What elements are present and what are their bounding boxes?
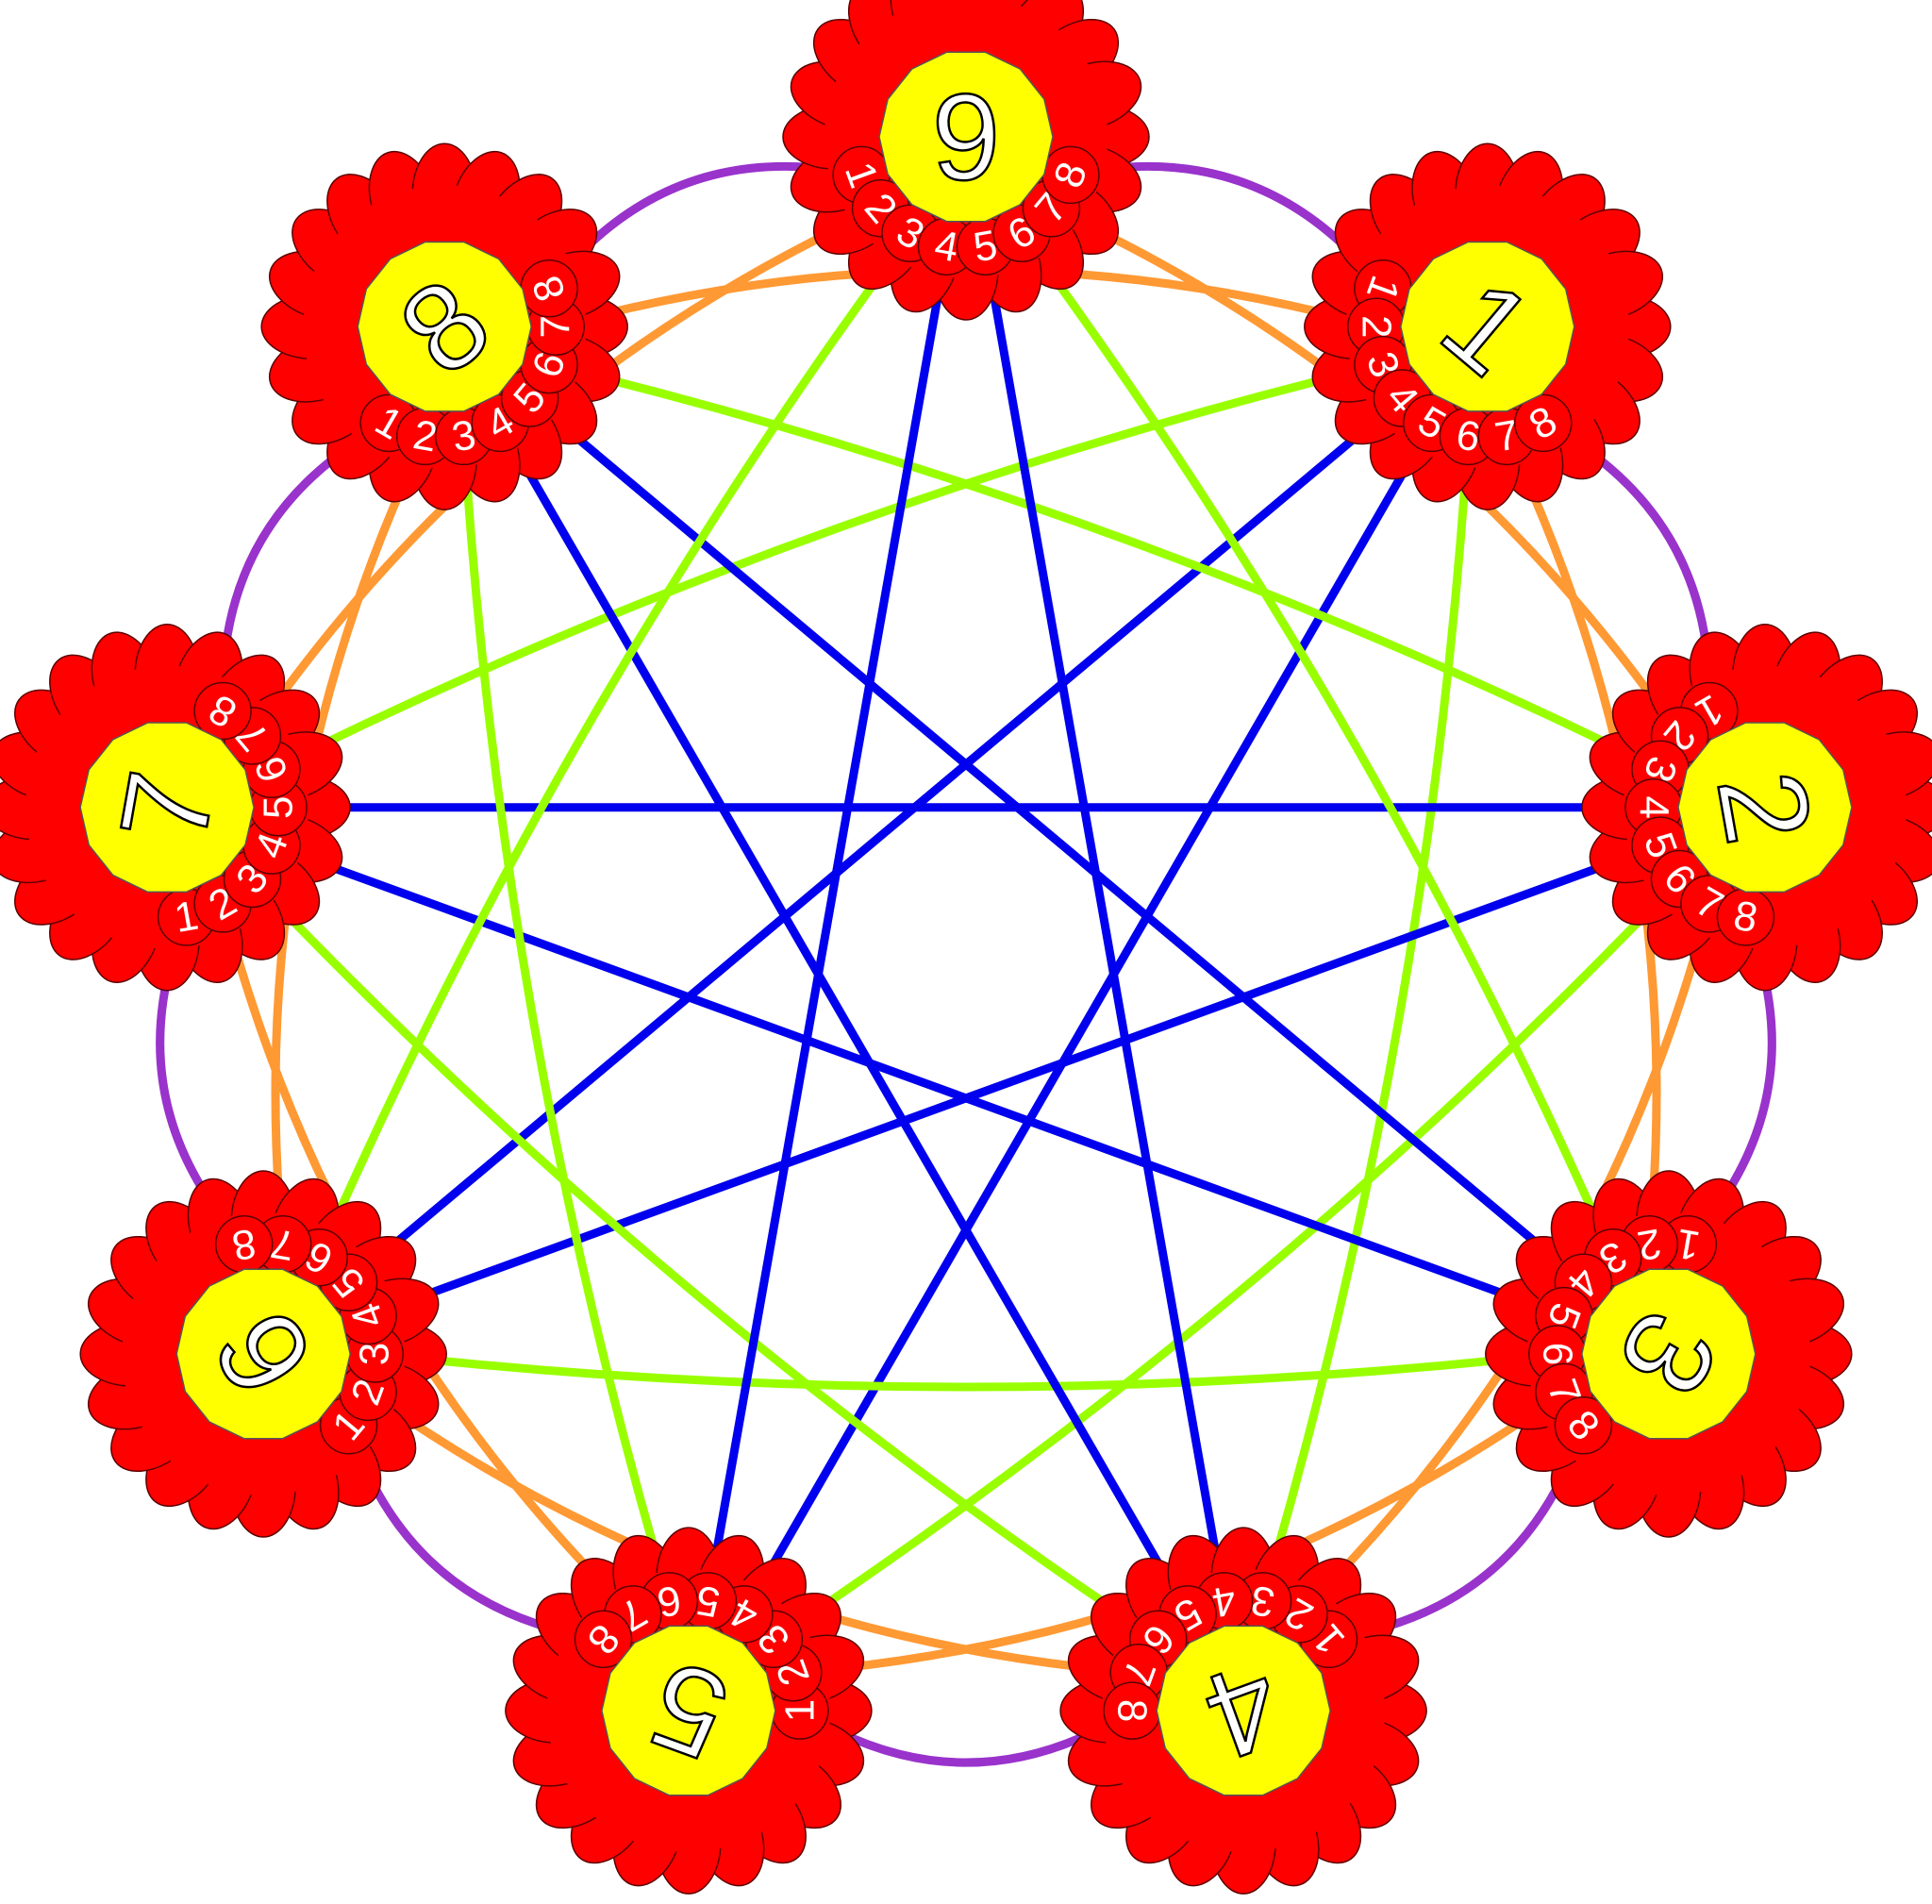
port-bump-8: [1514, 393, 1573, 453]
port-label-5: 5: [256, 795, 302, 818]
edge-3-6: [370, 1349, 1562, 1392]
edge-6-9: [314, 228, 915, 1262]
edge-3-7: [267, 841, 1569, 1321]
node-label-9: 9: [932, 68, 1000, 206]
edge-5-9: [703, 242, 951, 1606]
port-label-1: 1: [776, 1699, 823, 1722]
node-center-disc: [1677, 722, 1853, 894]
edge-3-8: [525, 393, 1588, 1287]
edge-2-6: [363, 841, 1665, 1321]
node-center-disc: [1581, 1268, 1757, 1440]
edge-4-8: [495, 418, 1192, 1619]
edge-4-7: [248, 875, 1163, 1644]
node-center-disc: [357, 241, 532, 412]
port-bump-8: [193, 681, 252, 741]
port-label-3: 3: [352, 1343, 398, 1365]
node-label-2: 2: [1691, 761, 1839, 853]
port-label-7: 7: [533, 315, 579, 338]
port-label-4: 4: [1630, 795, 1676, 818]
edge-3-9: [1017, 228, 1618, 1262]
node-center-disc: [175, 1268, 351, 1440]
node-center-disc: [1400, 241, 1575, 412]
edge-1-6: [344, 393, 1407, 1287]
edge-4-9: [981, 242, 1229, 1606]
edge-1-7: [267, 360, 1388, 774]
port-bump-8: [1554, 1396, 1613, 1455]
port-label-2: 2: [1353, 315, 1399, 338]
port-label-8: 8: [1109, 1699, 1156, 1722]
edge-5-8: [459, 431, 674, 1606]
node-center-disc: [601, 1625, 776, 1796]
node-center-disc: [878, 51, 1054, 223]
edge-2-8: [544, 360, 1665, 774]
node-center-disc: [1156, 1625, 1331, 1796]
port-bump-8: [574, 1610, 633, 1669]
edge-1-4: [1258, 431, 1473, 1606]
edge-1-5: [740, 418, 1437, 1619]
port-label-6: 6: [1534, 1343, 1580, 1365]
edge-2-5: [769, 875, 1684, 1644]
node-center-disc: [79, 722, 255, 894]
